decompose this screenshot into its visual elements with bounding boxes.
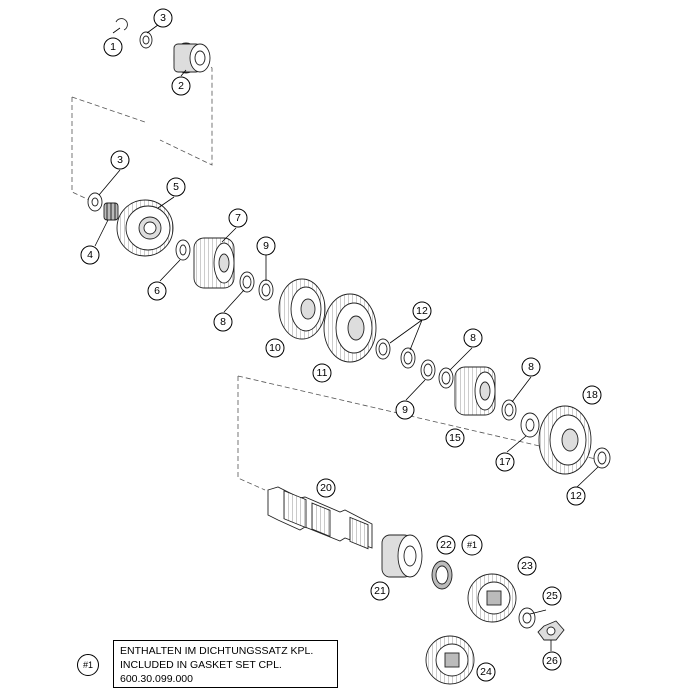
callout-1: 1 bbox=[103, 37, 123, 57]
callout-3-top: 3 bbox=[153, 8, 173, 28]
callout-ref-1: #1 bbox=[461, 534, 483, 556]
part-seal-22 bbox=[431, 560, 453, 590]
svg-text:15: 15 bbox=[449, 432, 461, 444]
callout-18: 18 bbox=[582, 385, 602, 405]
svg-text:9: 9 bbox=[263, 240, 269, 252]
callout-3: 3 bbox=[110, 150, 130, 170]
part-bushing-12-a bbox=[375, 338, 391, 360]
callout-11: 11 bbox=[312, 363, 332, 383]
callout-8-c: 8 bbox=[521, 357, 541, 377]
part-bushing-12-b bbox=[400, 347, 416, 369]
callout-5: 5 bbox=[166, 177, 186, 197]
part-gear-15 bbox=[454, 366, 496, 416]
part-ring-8-c bbox=[501, 399, 517, 421]
part-washer-25 bbox=[518, 607, 536, 629]
part-ring-9-a bbox=[258, 279, 274, 301]
callout-8-b: 8 bbox=[463, 328, 483, 348]
callout-12-c: 12 bbox=[566, 486, 586, 506]
part-ring-8-a bbox=[239, 271, 255, 293]
svg-text:21: 21 bbox=[374, 585, 386, 597]
callout-6: 6 bbox=[147, 281, 167, 301]
svg-text:9: 9 bbox=[402, 404, 408, 416]
svg-text:26: 26 bbox=[546, 655, 558, 667]
callout-leaders bbox=[94, 21, 599, 651]
part-washer-17 bbox=[520, 412, 540, 438]
svg-text:5: 5 bbox=[173, 181, 179, 193]
part-needle-bearing-4 bbox=[103, 202, 119, 221]
svg-text:3: 3 bbox=[160, 12, 166, 24]
note-line-german: ENTHALTEN IM DICHTUNGSSATZ KPL. bbox=[120, 645, 314, 657]
note-line-english: INCLUDED IN GASKET SET CPL. bbox=[120, 659, 282, 671]
callout-22: 22 bbox=[436, 535, 456, 555]
callout-23: 23 bbox=[517, 556, 537, 576]
note-reference-bubble: #1 bbox=[77, 654, 99, 676]
svg-text:18: 18 bbox=[586, 389, 598, 401]
part-bearing-21 bbox=[381, 534, 423, 578]
callout-4: 4 bbox=[80, 245, 100, 265]
svg-text:23: 23 bbox=[521, 560, 533, 572]
svg-text:22: 22 bbox=[440, 539, 452, 551]
part-gear-11 bbox=[323, 293, 377, 363]
callout-2: 2 bbox=[171, 76, 191, 96]
svg-text:#1: #1 bbox=[83, 660, 93, 670]
svg-text:1: 1 bbox=[110, 41, 116, 53]
callout-9-b: 9 bbox=[395, 400, 415, 420]
svg-text:11: 11 bbox=[317, 367, 328, 379]
part-bearing-2 bbox=[173, 42, 211, 74]
callout-24: 24 bbox=[476, 662, 496, 682]
callouts: 1 2 3 3 4 5 6 7 8 9 10 11 12 8 9 15 8 18… bbox=[80, 8, 602, 682]
part-washer-6 bbox=[175, 239, 191, 261]
svg-text:12: 12 bbox=[416, 305, 428, 317]
part-gear-10 bbox=[278, 278, 326, 340]
svg-text:24: 24 bbox=[480, 666, 492, 678]
callout-10: 10 bbox=[265, 338, 285, 358]
callout-15: 15 bbox=[445, 428, 465, 448]
part-circlip-1 bbox=[112, 18, 128, 34]
callout-8-a: 8 bbox=[213, 312, 233, 332]
part-gear-18 bbox=[538, 405, 592, 475]
part-ring-8-b bbox=[438, 367, 454, 389]
part-gear-7 bbox=[193, 237, 235, 289]
part-nut-26 bbox=[537, 620, 565, 641]
svg-text:25: 25 bbox=[546, 590, 558, 602]
part-shaft-20 bbox=[267, 486, 373, 550]
svg-text:#1: #1 bbox=[467, 540, 477, 550]
svg-text:7: 7 bbox=[235, 212, 241, 224]
svg-text:8: 8 bbox=[528, 361, 534, 373]
svg-text:8: 8 bbox=[470, 332, 476, 344]
callout-20: 20 bbox=[316, 478, 336, 498]
gasket-set-note: ENTHALTEN IM DICHTUNGSSATZ KPL. INCLUDED… bbox=[113, 640, 338, 688]
part-gear-5 bbox=[116, 199, 174, 257]
callout-9-a: 9 bbox=[256, 236, 276, 256]
svg-text:8: 8 bbox=[220, 316, 226, 328]
svg-text:6: 6 bbox=[154, 285, 160, 297]
note-part-number: 600.30.099.000 bbox=[120, 673, 193, 685]
callout-12-a: 12 bbox=[412, 301, 432, 321]
svg-text:3: 3 bbox=[117, 154, 123, 166]
part-washer-3-top bbox=[139, 31, 153, 49]
part-sprocket-24 bbox=[425, 635, 475, 685]
svg-text:20: 20 bbox=[320, 482, 332, 494]
callout-21: 21 bbox=[370, 581, 390, 601]
callout-7: 7 bbox=[228, 208, 248, 228]
callout-17: 17 bbox=[495, 452, 515, 472]
part-sprocket-23 bbox=[467, 573, 517, 623]
part-washer-3 bbox=[87, 192, 103, 212]
callout-25: 25 bbox=[542, 586, 562, 606]
svg-text:2: 2 bbox=[178, 80, 184, 92]
svg-text:17: 17 bbox=[499, 456, 511, 468]
callout-26: 26 bbox=[542, 651, 562, 671]
part-bushing-12-c bbox=[593, 447, 611, 469]
svg-text:4: 4 bbox=[87, 249, 93, 261]
part-ring-9-b bbox=[420, 359, 436, 381]
svg-text:10: 10 bbox=[269, 342, 281, 354]
svg-text:12: 12 bbox=[570, 490, 582, 502]
